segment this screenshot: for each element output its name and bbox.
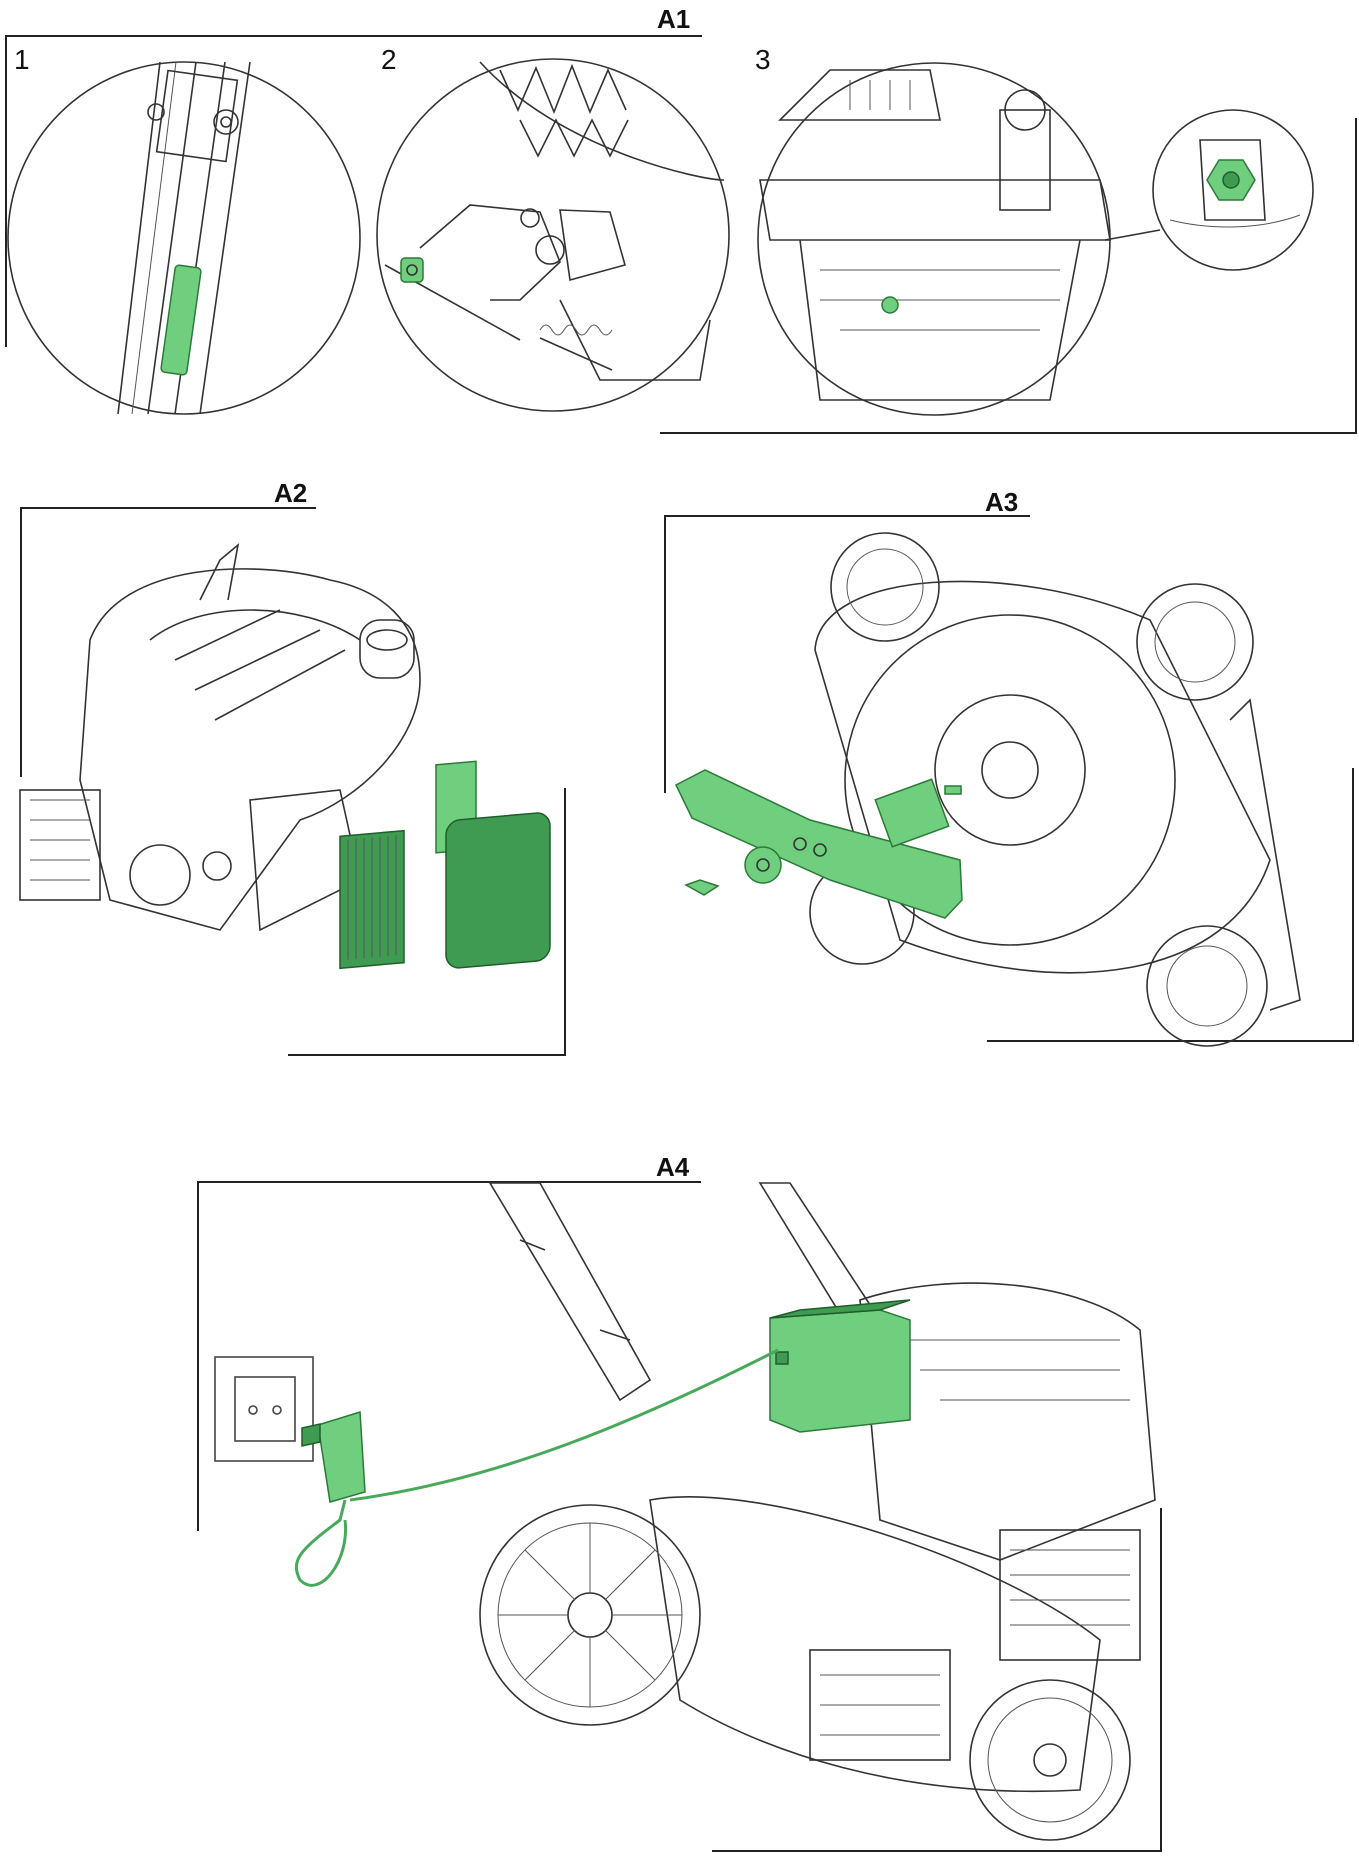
cable-sleeve-highlight xyxy=(160,264,202,376)
a4-left-rule xyxy=(197,1181,199,1531)
a4-battery-charging xyxy=(214,1182,1156,1841)
a1-right-rule xyxy=(1355,118,1357,434)
a3-left-rule xyxy=(664,515,666,793)
section-label-a2: A2 xyxy=(274,478,308,508)
a2-bottom-rule xyxy=(288,1054,566,1056)
step-number-1: 1 xyxy=(14,44,30,75)
a2-right-rule xyxy=(564,788,566,1056)
a1-step2-detail xyxy=(376,58,730,412)
a1-step3-detail xyxy=(757,62,1314,416)
battery-highlight xyxy=(769,1309,911,1433)
blade-bolt-highlight xyxy=(684,879,720,896)
section-label-a4: A4 xyxy=(656,1152,690,1182)
a1-left-rule xyxy=(5,35,7,347)
a3-mower-underside xyxy=(675,532,1301,1047)
a1-top-rule xyxy=(5,35,702,37)
a4-bottom-rule xyxy=(712,1850,1162,1852)
a2-top-rule xyxy=(20,507,316,509)
charger-cable xyxy=(349,1348,779,1502)
air-filter-cover xyxy=(445,812,551,969)
a2-engine-airfilter xyxy=(19,542,551,970)
a1-bottom-rule xyxy=(660,432,1357,434)
blade-adapter-highlight xyxy=(874,778,950,848)
section-label-a1: A1 xyxy=(657,4,691,34)
charger-cable-loop xyxy=(294,1499,348,1587)
blade-washer-highlight xyxy=(744,846,782,884)
a3-top-rule xyxy=(664,515,1030,517)
a4-right-rule xyxy=(1160,1508,1162,1852)
section-label-a3: A3 xyxy=(985,487,1019,517)
a3-bottom-rule xyxy=(987,1040,1354,1042)
wall-outlet xyxy=(214,1356,314,1462)
charger-highlight xyxy=(317,1411,366,1503)
step-number-3: 3 xyxy=(755,44,771,75)
a2-left-rule xyxy=(20,507,22,777)
step-number-2: 2 xyxy=(381,44,397,75)
cable-clip-highlight xyxy=(400,257,424,283)
a1-step1-detail xyxy=(7,61,361,415)
a4-top-rule xyxy=(197,1181,701,1183)
a3-right-rule xyxy=(1352,768,1354,1042)
